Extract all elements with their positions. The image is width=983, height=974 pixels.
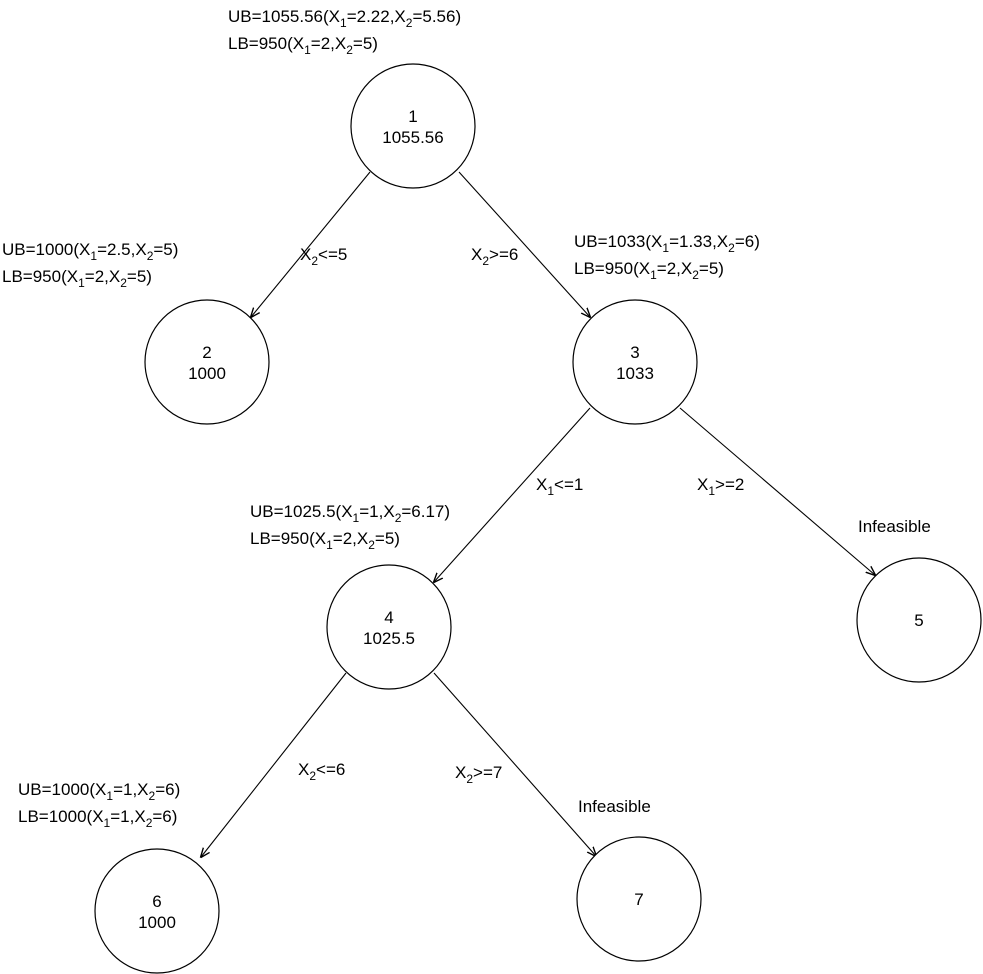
node-label: 6 xyxy=(152,892,161,911)
upper-bound-label: UB=1033(X1=1.33,X2=6) xyxy=(574,232,760,255)
lower-bound-label: LB=950(X1=2,X2=5) xyxy=(250,529,400,552)
node-value: 1055.56 xyxy=(382,128,443,147)
node-circle xyxy=(350,63,476,189)
node-6: 6 1000 xyxy=(94,848,220,974)
edge-label-4-6: X2<=6 xyxy=(298,760,345,783)
node-1: 1 1055.56 xyxy=(350,63,476,189)
bounds-node-4: UB=1025.5(X1=1,X2=6.17) LB=950(X1=2,X2=5) xyxy=(250,502,450,552)
edge-label-1-3: X2>=6 xyxy=(471,245,518,268)
node-value: 1000 xyxy=(138,913,176,932)
node-3: 3 1033 xyxy=(572,299,698,425)
upper-bound-label: UB=1000(X1=1,X2=6) xyxy=(18,780,180,803)
edge-3-4 xyxy=(434,407,591,582)
upper-bound-label: UB=1055.56(X1=2.22,X2=5.56) xyxy=(228,7,461,30)
bounds-node-3: UB=1033(X1=1.33,X2=6) LB=950(X1=2,X2=5) xyxy=(574,232,760,282)
node-label: 3 xyxy=(630,343,639,362)
edge-1-3 xyxy=(458,171,590,317)
edge-4-6 xyxy=(201,672,347,857)
labels-layer: X2<=5 X2>=6X1<=1 X1>=2X2<=6 X2>=7 UB=1055.56… xyxy=(2,7,931,830)
node-2: 2 1000 xyxy=(144,299,270,425)
node-circle xyxy=(94,848,220,974)
edge-label-4-7: X2>=7 xyxy=(455,763,502,786)
node-label: 1 xyxy=(408,107,417,126)
bounds-node-1: UB=1055.56(X1=2.22,X2=5.56) LB=950(X1=2,X… xyxy=(228,7,461,57)
bounds-node-2: UB=1000(X1=2.5,X2=5) LB=950(X1=2,X2=5) xyxy=(2,240,178,290)
node-label: 7 xyxy=(634,890,643,909)
node-circle xyxy=(144,299,270,425)
nodes-layer: 1 1055.56 2 1000 3 1033 4 1025.5 5 6 1000 7 xyxy=(94,63,982,974)
node-circle xyxy=(576,836,702,962)
node-value: 1000 xyxy=(188,364,226,383)
edge-label-1-2: X2<=5 xyxy=(300,245,347,268)
edge-1-2 xyxy=(251,171,371,317)
upper-bound-label: UB=1025.5(X1=1,X2=6.17) xyxy=(250,502,450,525)
node-circle xyxy=(572,299,698,425)
lower-bound-label: LB=950(X1=2,X2=5) xyxy=(228,34,378,57)
node-5: 5 xyxy=(856,557,982,683)
node-label: 4 xyxy=(384,608,393,627)
node-4: 4 1025.5 xyxy=(326,564,452,690)
node-7: 7 xyxy=(576,836,702,962)
infeasible-note-node-7: Infeasible xyxy=(578,797,651,816)
lower-bound-label: LB=1000(X1=1,X2=6) xyxy=(18,807,177,830)
lower-bound-label: LB=950(X1=2,X2=5) xyxy=(2,267,152,290)
edge-4-7 xyxy=(433,672,596,856)
edge-label-3-5: X1>=2 xyxy=(697,475,744,498)
edge-label-3-4: X1<=1 xyxy=(536,475,583,498)
node-value: 1025.5 xyxy=(363,629,415,648)
node-circle xyxy=(856,557,982,683)
edges-layer xyxy=(201,171,875,857)
node-label: 5 xyxy=(914,611,923,630)
bounds-node-6: UB=1000(X1=1,X2=6) LB=1000(X1=1,X2=6) xyxy=(18,780,180,830)
upper-bound-label: UB=1000(X1=2.5,X2=5) xyxy=(2,240,178,263)
lower-bound-label: LB=950(X1=2,X2=5) xyxy=(574,259,724,282)
edge-3-5 xyxy=(679,407,875,575)
node-value: 1033 xyxy=(616,364,654,383)
infeasible-note-node-5: Infeasible xyxy=(858,517,931,536)
node-circle xyxy=(326,564,452,690)
node-label: 2 xyxy=(202,343,211,362)
